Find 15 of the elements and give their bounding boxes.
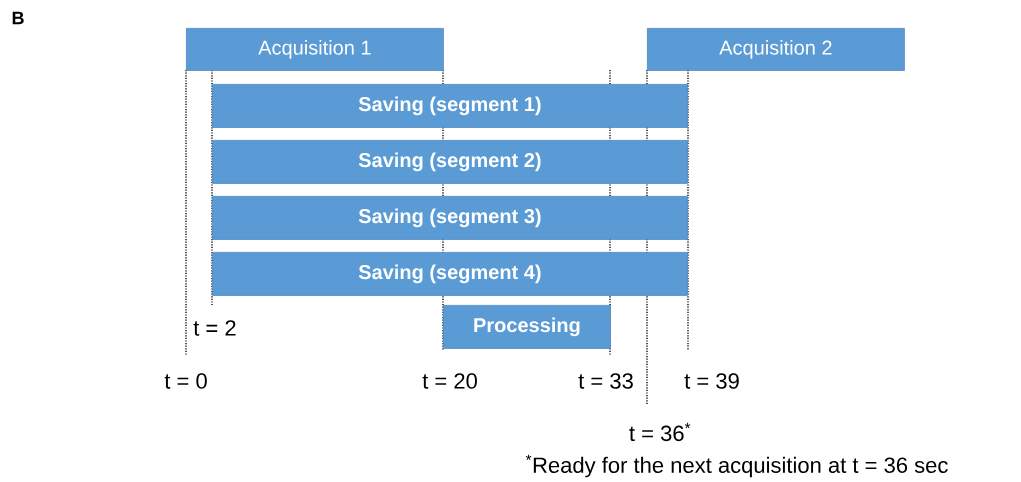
timeline-bar: Saving (segment 1)	[212, 84, 688, 128]
timeline-bar: Saving (segment 2)	[212, 140, 688, 184]
time-label: t = 36$^{*}$	[629, 422, 691, 442]
timeline-bar: Saving (segment 3)	[212, 196, 688, 240]
timeline-bar: Acquisition 2	[647, 28, 905, 71]
footnote: $^{*}$Ready for the next acquisition at t = 36 sec	[525, 454, 948, 478]
time-label: t = 20	[422, 373, 477, 389]
timeline-bar: Processing	[443, 305, 611, 349]
panel-letter: B	[12, 11, 24, 25]
time-label: t = 0	[164, 373, 207, 389]
time-label: t = 2	[193, 320, 236, 336]
timeline-bar: Saving (segment 4)	[212, 252, 688, 296]
time-label: t = 39	[684, 373, 739, 389]
timeline-bar: Acquisition 1	[186, 28, 444, 71]
time-label: t = 33	[578, 373, 633, 389]
